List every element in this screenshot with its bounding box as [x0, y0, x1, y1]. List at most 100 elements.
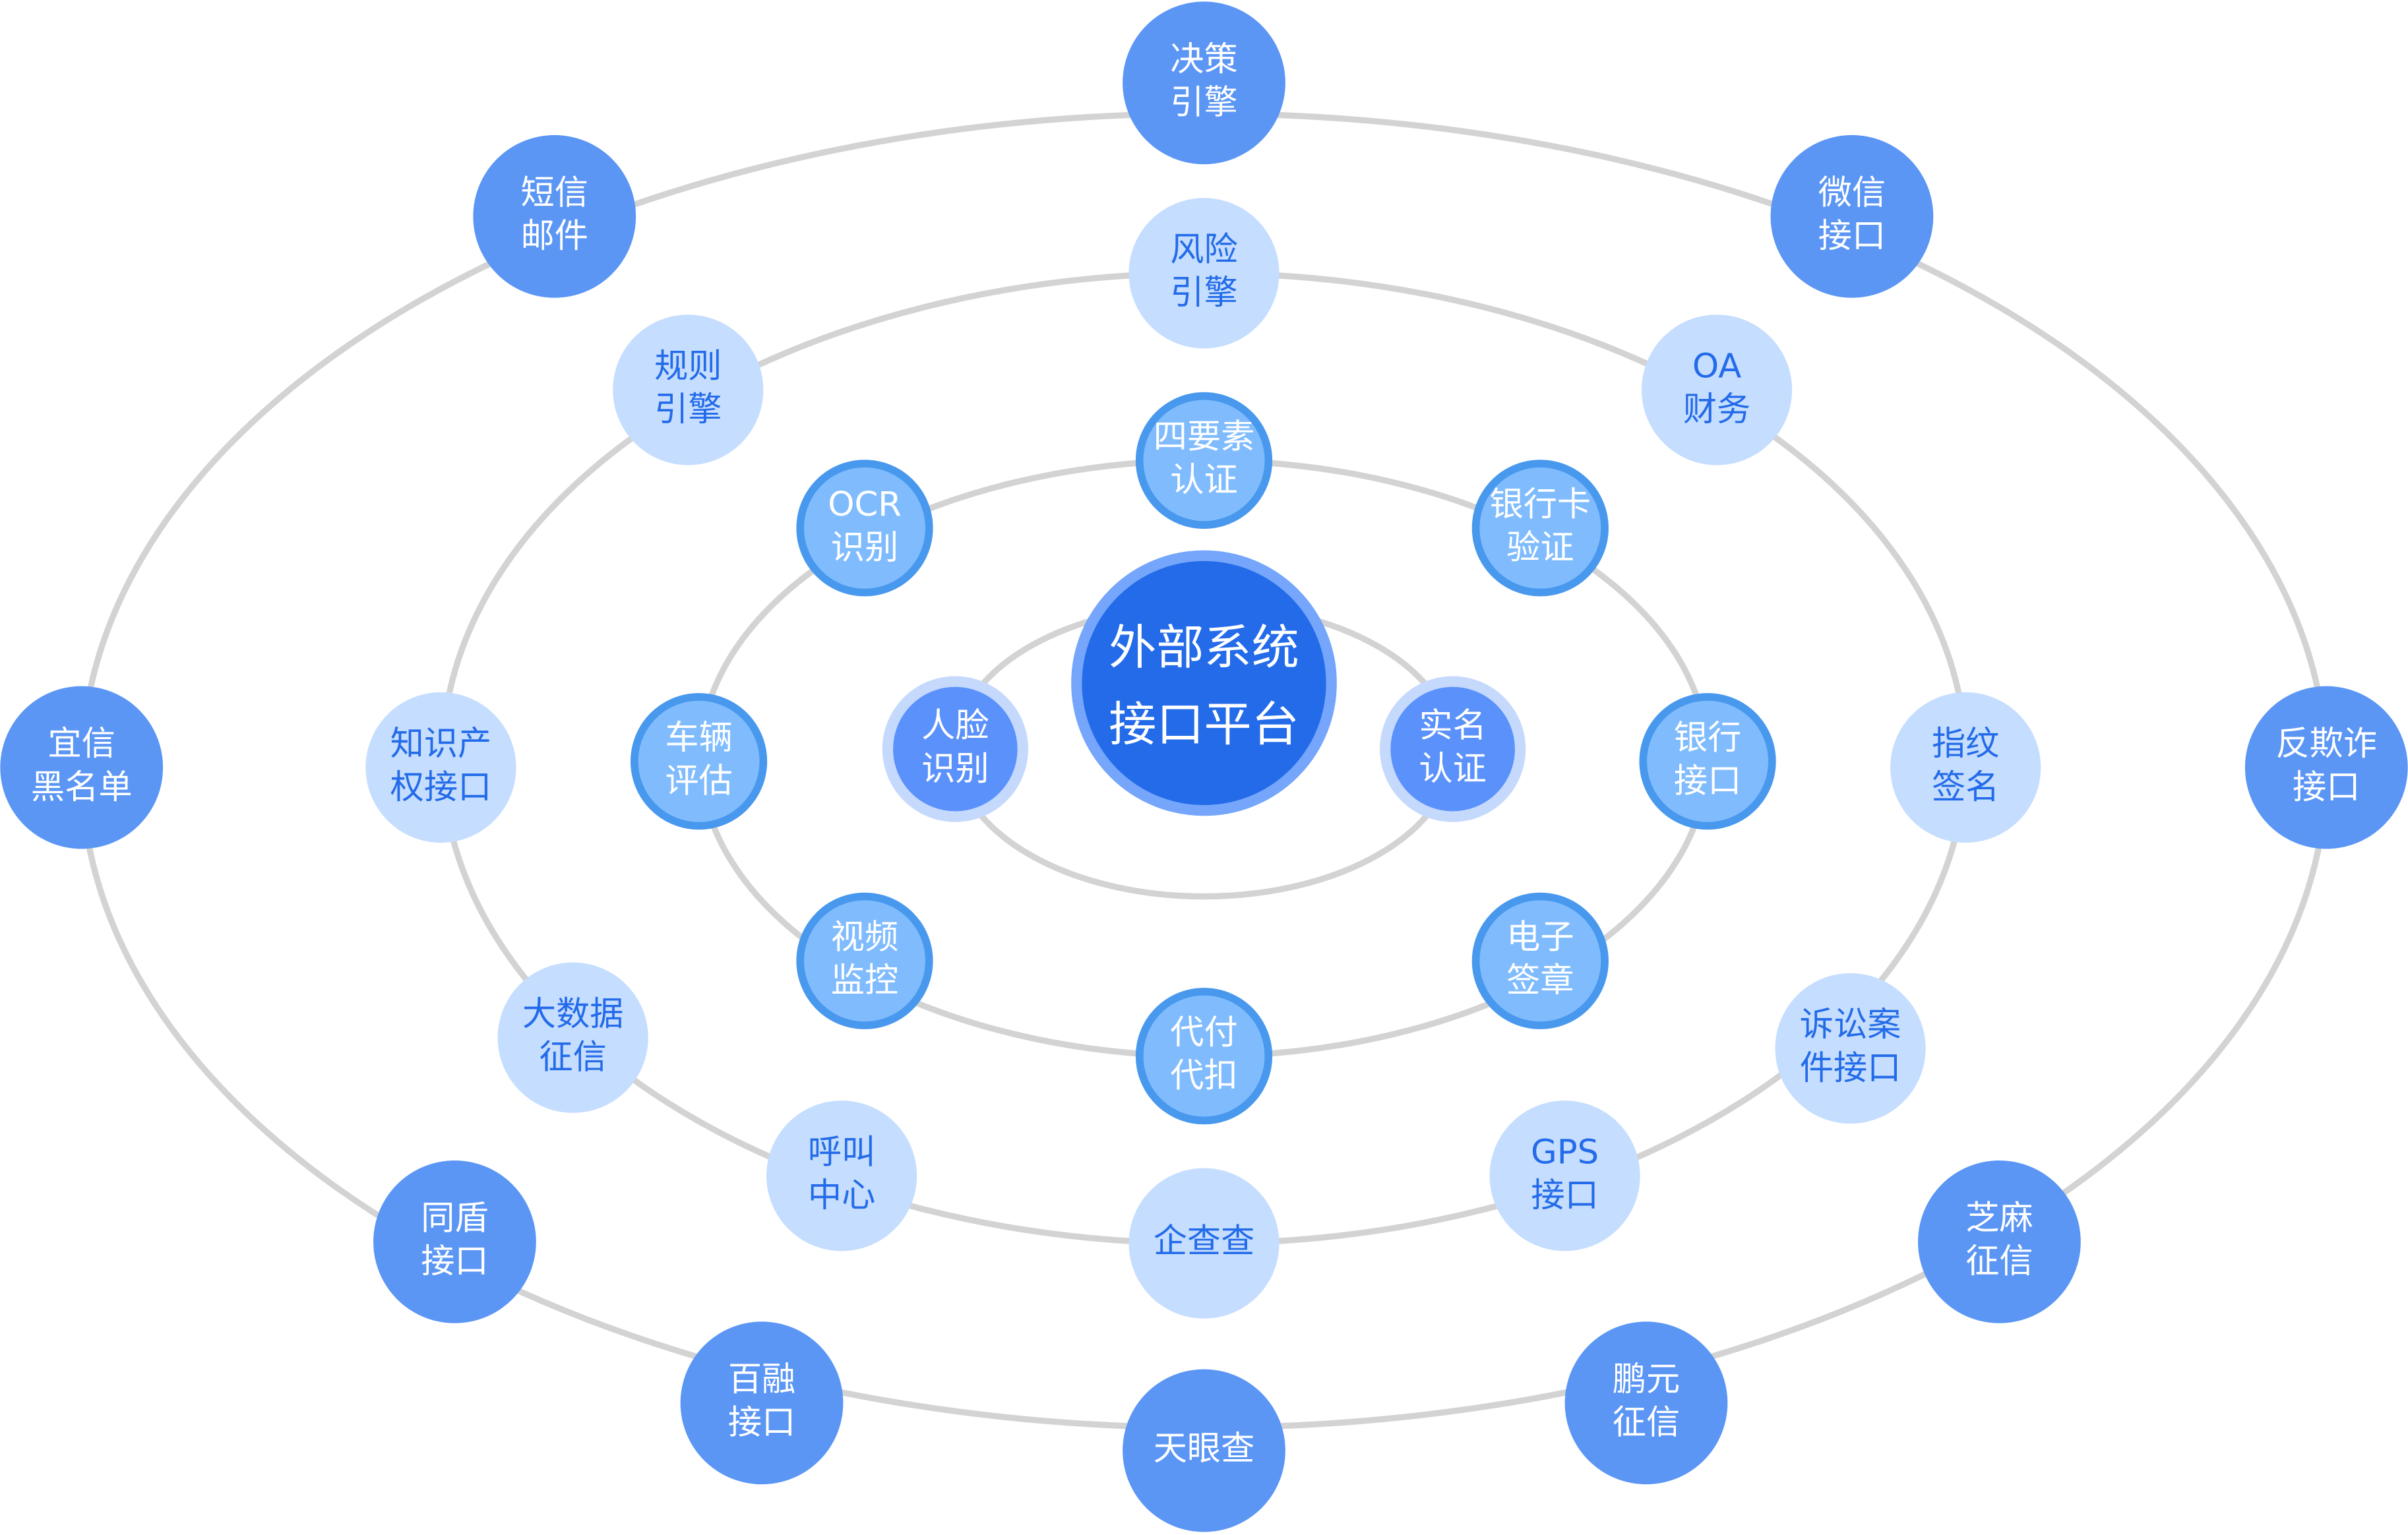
node-outer-7-label: 接口 [421, 1242, 488, 1281]
node-third-4-label: 接口 [1531, 1176, 1598, 1215]
node-outer-3-label: 芝麻 [1965, 1199, 2033, 1238]
node-third-7-label: 征信 [539, 1038, 606, 1077]
node-outer-5: 天眼查 [1123, 1369, 1285, 1532]
node-outer-9-label: 邮件 [521, 216, 588, 256]
node-third-5-circle [1128, 1168, 1280, 1319]
node-outer-0-label: 引擎 [1170, 82, 1237, 122]
node-third-5: 企查查 [1128, 1168, 1280, 1319]
node-outer-3-circle [1918, 1160, 2081, 1323]
node-second-3-label: 签章 [1506, 961, 1574, 1000]
node-outer-6-label: 接口 [728, 1403, 795, 1443]
node-second-5-circle [796, 892, 933, 1029]
node-second-0-circle [1135, 392, 1273, 529]
node-second-4-label: 代扣 [1170, 1056, 1237, 1095]
node-second-1-circle [1471, 460, 1609, 597]
node-outer-4-circle [1564, 1321, 1728, 1485]
node-outer-6-label: 百融 [728, 1360, 795, 1399]
node-third-1-label: 财务 [1683, 390, 1750, 429]
node-third-0-circle [1128, 198, 1280, 349]
node-third-5-label: 企查查 [1154, 1222, 1255, 1261]
node-inner-1-label: 实名 [1419, 706, 1486, 745]
node-third-3-circle [1775, 973, 1926, 1124]
node-second-2-circle [1639, 693, 1776, 830]
node-outer-8-label: 黑名单 [31, 768, 133, 807]
node-third-4-circle [1489, 1100, 1640, 1251]
node-second-7-label: OCR [828, 485, 902, 524]
node-second-0-label: 四要素 [1154, 417, 1255, 457]
node-second-4-circle [1135, 988, 1273, 1125]
node-outer-4-label: 征信 [1613, 1403, 1680, 1443]
node-third-6-label: 呼叫 [808, 1132, 875, 1172]
node-third-6-circle [766, 1100, 917, 1251]
node-outer-7-circle [373, 1160, 536, 1323]
node-inner-1-circle [1380, 676, 1526, 822]
node-second-1-label: 银行卡 [1490, 485, 1591, 524]
center-node-label: 接口平台 [1109, 697, 1299, 752]
node-outer-2-circle [2244, 686, 2408, 849]
node-inner-0-label: 人脸 [921, 706, 989, 745]
node-third-3-label: 诉讼案 [1800, 1005, 1901, 1044]
node-outer-5-circle [1123, 1369, 1285, 1532]
node-second-0-label: 认证 [1170, 460, 1237, 500]
node-outer-1-circle [1770, 135, 1934, 298]
node-outer-2-label: 反欺诈 [2275, 724, 2377, 764]
node-third-9-label: 引擎 [654, 390, 722, 429]
node-third-2-circle [1890, 692, 2041, 843]
node-second-7-label: 识别 [831, 528, 898, 568]
node-third-1-label: OA [1692, 347, 1741, 386]
node-second-3-label: 电子 [1506, 918, 1574, 957]
node-outer-2-label: 接口 [2293, 768, 2360, 807]
center-node-label: 外部系统 [1109, 620, 1299, 676]
node-second-1-label: 验证 [1506, 528, 1574, 568]
node-third-8-circle [365, 692, 516, 843]
node-outer-0-circle [1123, 1, 1285, 165]
node-outer-9-circle [473, 135, 636, 298]
node-third-1-circle [1641, 315, 1793, 466]
node-second-5-label: 监控 [831, 961, 898, 1000]
node-third-2-label: 签名 [1932, 768, 1999, 807]
node-outer-9-label: 短信 [521, 173, 588, 212]
node-third-9-circle [613, 315, 764, 466]
node-outer-8-circle [0, 686, 164, 849]
node-outer-3-label: 征信 [1965, 1242, 2033, 1281]
node-second-6-label: 车辆 [665, 718, 732, 758]
node-third-7-label: 大数据 [522, 994, 624, 1034]
node-third-7-circle [497, 962, 648, 1113]
node-outer-1-label: 接口 [1818, 216, 1886, 256]
node-outer-5-label: 天眼查 [1154, 1429, 1255, 1468]
node-third-8-label: 知识产 [390, 724, 492, 764]
node-second-3-circle [1471, 892, 1609, 1029]
node-outer-8-label: 宜信 [48, 724, 115, 764]
node-third-6-label: 中心 [808, 1176, 875, 1215]
node-third-8-label: 权接口 [390, 768, 492, 807]
node-second-6-label: 评估 [665, 761, 732, 800]
node-inner-0-label: 识别 [921, 749, 989, 789]
node-inner-0-circle [882, 676, 1028, 822]
node-outer-6-circle [680, 1321, 844, 1485]
node-outer-4-label: 鹏元 [1613, 1360, 1680, 1399]
